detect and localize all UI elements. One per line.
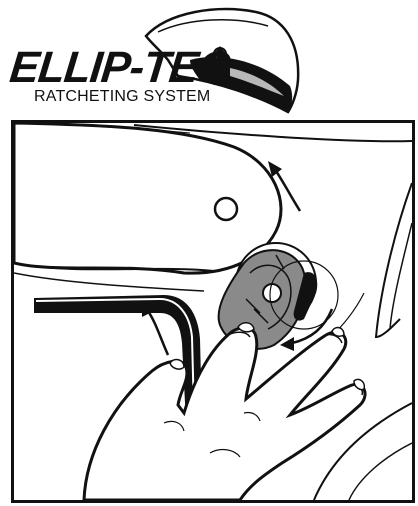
- ratchet-adjustment-illustration: [14, 123, 412, 500]
- strap-arrow: [148, 311, 168, 355]
- hand: [84, 323, 365, 500]
- logo: ELLIP-TEC TM RATCHETING SYSTEM: [0, 0, 418, 118]
- pivot-hole: [215, 198, 237, 220]
- helmet-shell: [14, 123, 281, 273]
- brand-name: ELLIP-TEC: [8, 46, 231, 90]
- illustration-panel: [11, 120, 415, 503]
- brand-subtitle: RATCHETING SYSTEM: [34, 88, 210, 106]
- trademark-mark: TM: [212, 80, 222, 87]
